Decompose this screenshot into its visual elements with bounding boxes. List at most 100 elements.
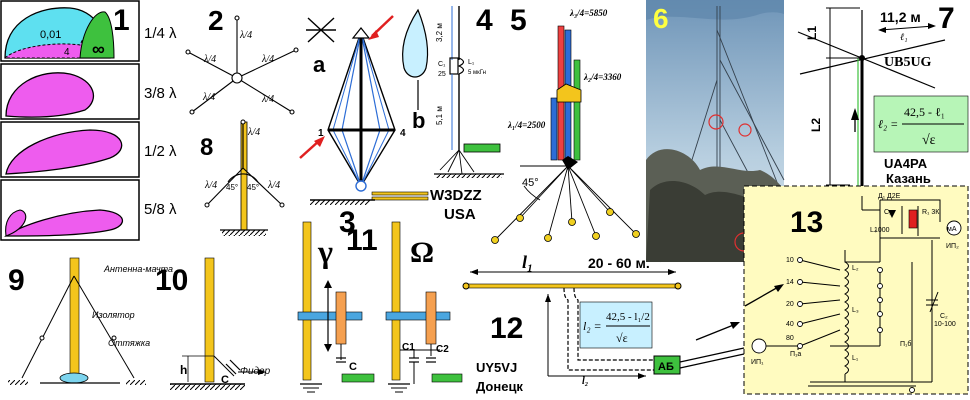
label-4: 4 [64,47,70,58]
arm-label-br: λ/4 [261,94,274,105]
p13-c2-val: 10-100 [934,321,956,328]
panel-2-labels: λ/4 λ/4 λ/4 λ/4 λ/4 [202,30,274,105]
p12-formula-left: l₂ = [583,319,602,333]
panel-3-cage: a 1 4 b 3 [299,8,429,239]
p10-c: C [221,374,229,386]
panel-9-mast: 9 Антенна-мачта Изолятор Оттяжка [8,257,173,385]
pattern-half-wave [5,129,123,175]
pattern-quarter-wave [5,72,94,118]
p10-h: h [180,363,187,377]
p11-c1: C1 [402,342,415,353]
panel-number-5: 5 [510,4,527,37]
panel-number-3: 3 [339,206,356,239]
panel-10-shunt-fed: 10 h C Фидер [155,257,271,390]
node-4: 4 [400,128,406,139]
p12-formula-den: √ε [616,331,628,345]
p11-c: C [349,361,357,373]
p8-arm-top: λ/4 [247,127,260,138]
p13-meter: мА [947,226,957,233]
p7-formula-den: √ε [922,133,936,148]
p12-l2: l₂ [582,376,588,387]
omega-symbol: Ω [410,236,434,269]
p12-block: АБ [658,361,674,373]
panel-number-1: 1 [113,4,130,37]
tap-80: 80 [786,335,794,342]
p10-feeder: Фидер [240,366,271,377]
call-ub5ug: UB5UG [884,55,932,70]
p7-formula-left: ℓ₂ = [878,117,898,131]
p12-formula-num: 42,5 - l₁/2 [606,311,650,323]
panel-number-12: 12 [490,312,523,345]
p12-l1: l₁ [522,252,533,272]
panel-7-ub5ug: L1 L2 11,2 м ℓ₁ 7 UB5UG ℓ₂ = 42,5 - ℓ₁ √… [797,2,969,195]
p9-guy-label: Оттяжка [108,338,150,348]
lambda-1-2: 1/2 λ [144,143,177,160]
tap-20: 20 [786,301,794,308]
city-donetsk: Донецк [476,379,523,394]
p4-l1-val: 5 мкГн [468,70,486,76]
p8-arm-left: λ/4 [204,180,217,191]
p8-angle-left: 45° [226,183,238,192]
panel-number-6: 6 [653,3,669,34]
arm-label-left: λ/4 [203,54,216,65]
p13-ip1: ИП₁ [751,359,764,366]
lambda-3-8: 3/8 λ [144,85,177,102]
p8-arm-right: λ/4 [267,180,280,191]
cage-side-view [402,8,429,78]
p13-c1: C₁ [884,209,892,216]
panel-4-w3dzz: 4 3,2 м 5,1 м C₁ 25 L₁ 5 мкГн W3DZZ USA [430,4,504,223]
city-kazan: Казань [886,171,931,186]
p5-l3: λ₃/4=5850 [569,8,608,18]
panel-8-drooping: 8 λ/4 λ/4 λ/4 45° 45° [200,119,285,236]
p13-ip2: ИП₂ [946,243,959,250]
panel-13-matching-unit: 13 [743,185,969,395]
pattern-five-eighth [3,209,123,237]
p5-l2: λ₂/4=3360 [583,72,622,82]
panel-number-4: 4 [476,4,493,37]
p11-c2: C2 [436,344,449,355]
p4-c1: C₁ [438,61,446,68]
p4-top-length: 3,2 м [435,23,444,42]
lambda-1-4: 1/4 λ [144,25,177,42]
p13-r1: R₁ 3К [922,209,940,216]
pattern-green [79,11,115,59]
panel-12-uy5vj: l₂ = 42,5 - l₁/2 √ε l₁ 20 - 60 м. l₂ АБ … [462,252,745,394]
call-uy5vj: UY5VJ [476,360,517,375]
label-001: 0,01 [40,29,61,41]
call-ua4pa: UA4PA [884,156,928,171]
p13-p1b: П₁б [900,340,911,348]
p13-l3: L₃ [852,307,859,314]
panel-number-9: 9 [8,264,25,297]
panel-1-patterns: 0,01 4 ∞ 1 [0,0,140,241]
arm-label-bl: λ/4 [202,92,215,103]
p7-ell1: ℓ₁ [900,32,908,43]
panel-number-11: 11 [346,224,378,257]
tap-40: 40 [786,321,794,328]
p7-formula-num: 42,5 - ℓ₁ [904,105,945,119]
p13-c2: C₂ [940,313,948,320]
p5-angle: 45° [522,177,539,189]
p5-l1: λ₁/4=2500 [507,120,546,130]
p7-dimension: 11,2 м [880,9,921,25]
panel-2-ground-plane [185,15,299,115]
p13-c1-val: 1000 [874,227,890,234]
p4-c1-val: 25 [438,71,446,78]
p12-range: 20 - 60 м. [588,255,650,271]
p7-l2: L2 [809,118,823,132]
call-w3dzz: W3DZZ [430,187,482,204]
p13-l1: L₁ [852,355,859,362]
panel-5-multiband: 5 λ₃/4=5850 λ₂/4=3360 λ₁/4=2500 45° [491,4,640,244]
panel-number-7: 7 [938,2,955,35]
panel-number-8: 8 [200,134,213,161]
p9-mast-label: Антенна-мачта [103,264,173,274]
arm-label-right: λ/4 [261,54,274,65]
pattern-minor-lobe [5,209,27,237]
p13-l2: L₂ [852,265,859,272]
tap-14: 14 [786,279,794,286]
panel-number-13: 13 [790,206,823,239]
country-usa: USA [444,206,476,223]
panel-number-2: 2 [208,5,224,36]
p9-insulator-label: Изолятор [92,310,135,320]
